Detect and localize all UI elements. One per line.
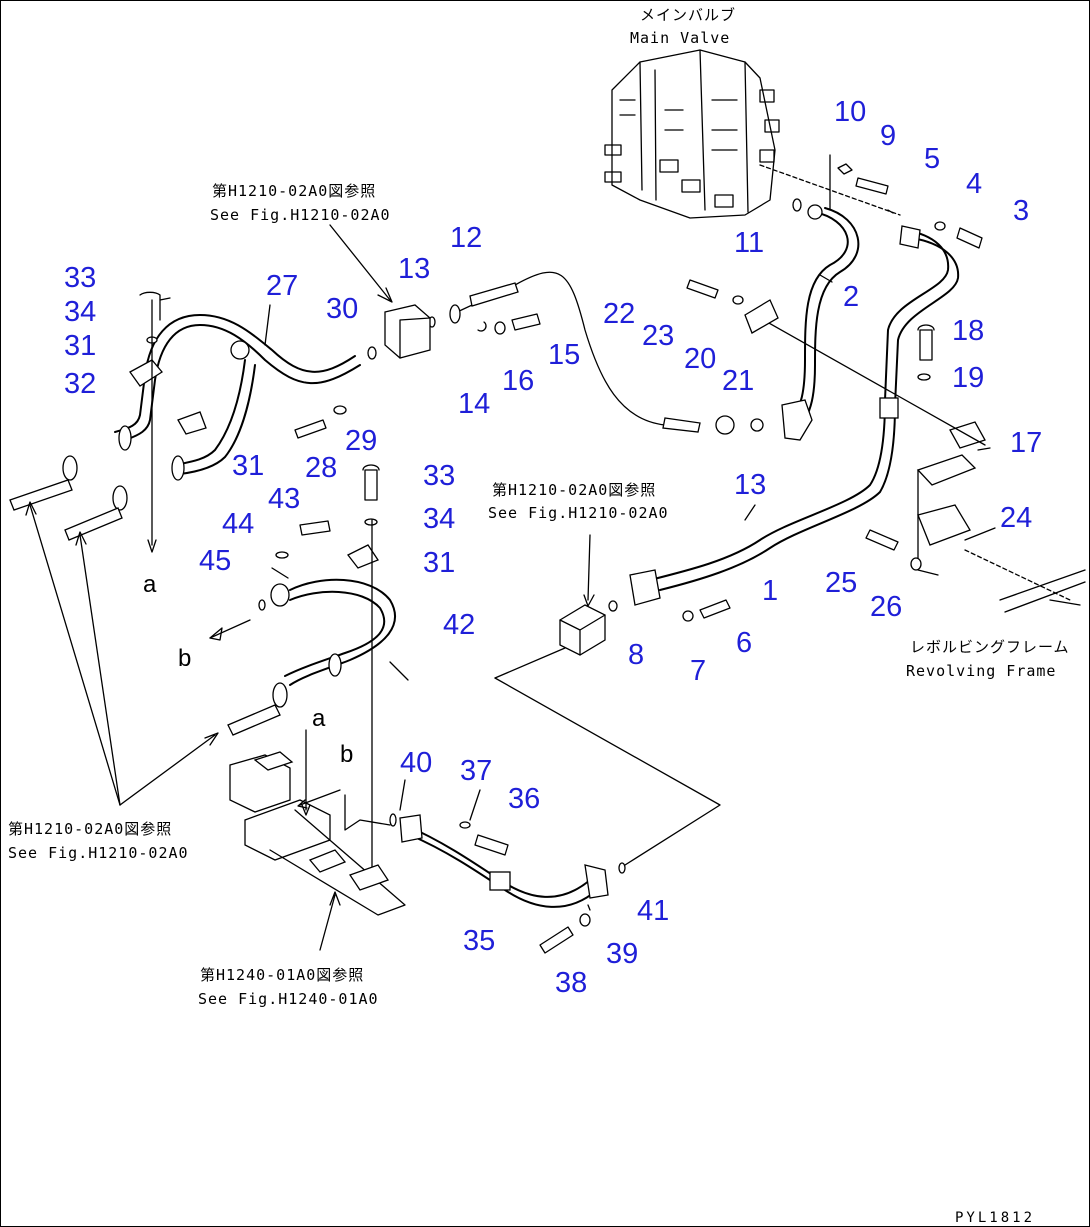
hose-12-drawing — [428, 271, 764, 435]
main-valve-drawing — [604, 49, 901, 219]
part-number-44: 44 — [222, 508, 254, 540]
part-number-31: 31 — [64, 330, 96, 362]
part-number-21: 21 — [722, 365, 754, 397]
part-number-43: 43 — [268, 483, 300, 515]
part-number-33: 33 — [64, 262, 96, 294]
letter-b-label-lower: b — [340, 741, 353, 768]
part-number-8: 8 — [628, 639, 644, 671]
hose-2-drawing — [781, 154, 889, 441]
letter-a-label: a — [143, 571, 157, 598]
part-number-7: 7 — [690, 655, 706, 687]
part-number-31-lower: 31 — [423, 547, 455, 579]
part-number-40: 40 — [400, 747, 432, 779]
part-number-9: 9 — [880, 120, 896, 152]
part-number-45: 45 — [199, 545, 231, 577]
part-number-5: 5 — [924, 143, 940, 175]
part-number-22: 22 — [603, 298, 635, 330]
part-number-34-lower: 34 — [423, 503, 455, 535]
ref4-label-en: See Fig.H1240-01A0 — [198, 990, 379, 1008]
part-number-23: 23 — [642, 320, 674, 352]
block-8-drawing — [494, 534, 721, 866]
part-number-38: 38 — [555, 967, 587, 999]
part-number-25: 25 — [825, 567, 857, 599]
part-number-1: 1 — [762, 575, 778, 607]
part-number-13-lower: 13 — [734, 469, 766, 501]
part-number-28: 28 — [305, 452, 337, 484]
part-number-42: 42 — [443, 609, 475, 641]
part-number-35: 35 — [463, 925, 495, 957]
ref3-label-en: See Fig.H1210-02A0 — [8, 844, 189, 862]
part-number-27: 27 — [266, 270, 298, 302]
hose-35-drawing — [389, 813, 626, 954]
part-number-4: 4 — [966, 168, 982, 200]
ref1-label-jp: 第H1210-02A0図参照 — [212, 182, 376, 200]
part-number-32: 32 — [64, 368, 96, 400]
caption-labels: メインバルブ Main Valve 第H1210-02A0図参照 See Fig… — [8, 6, 1070, 1226]
main-valve-label-jp: メインバルブ — [640, 6, 736, 24]
part-number-2: 2 — [843, 281, 859, 313]
part-number-labels: 1 2 3 4 5 6 7 8 9 10 11 12 13 13 14 15 1… — [64, 96, 1042, 999]
part-number-14: 14 — [458, 388, 490, 420]
pipe-27-drawing — [9, 291, 431, 553]
revolving-frame-drawing — [964, 549, 1086, 613]
part-number-10: 10 — [834, 96, 866, 128]
ref1-label-en: See Fig.H1210-02A0 — [210, 206, 391, 224]
drawing-code: PYL1812 — [955, 1210, 1035, 1226]
ref2-label-en: See Fig.H1210-02A0 — [488, 504, 669, 522]
part-number-36: 36 — [508, 783, 540, 815]
part-number-37: 37 — [460, 755, 492, 787]
revolving-frame-label-en: Revolving Frame — [906, 662, 1056, 680]
control-valve-drawing — [25, 501, 406, 951]
part-number-11: 11 — [734, 227, 764, 259]
part-number-18: 18 — [952, 315, 984, 347]
part-number-30: 30 — [326, 293, 358, 325]
main-valve-label-en: Main Valve — [630, 29, 730, 47]
part-number-20: 20 — [684, 343, 716, 375]
part-number-16: 16 — [502, 365, 534, 397]
letter-b-label: b — [178, 645, 191, 672]
ref3-label-jp: 第H1210-02A0図参照 — [8, 820, 172, 838]
part-number-13: 13 — [398, 253, 430, 285]
part-number-24: 24 — [1000, 502, 1032, 534]
hose-1-drawing — [608, 209, 983, 622]
part-number-12: 12 — [450, 222, 482, 254]
part-number-6: 6 — [736, 627, 752, 659]
revolving-frame-label-jp: レボルビングフレーム — [910, 638, 1070, 656]
ref4-label-jp: 第H1240-01A0図参照 — [200, 966, 364, 984]
part-number-33-lower: 33 — [423, 460, 455, 492]
part-number-31-mid: 31 — [232, 450, 264, 482]
part-number-19: 19 — [952, 362, 984, 394]
pipe-42-drawing — [209, 464, 396, 871]
part-number-34: 34 — [64, 296, 96, 328]
part-number-39: 39 — [606, 938, 638, 970]
part-number-3: 3 — [1013, 195, 1029, 227]
part-number-17: 17 — [1010, 427, 1042, 459]
letter-a-label-lower: a — [312, 705, 326, 732]
part-number-29: 29 — [345, 425, 377, 457]
part-number-26: 26 — [870, 591, 902, 623]
leader-lines — [159, 224, 996, 821]
ref2-label-jp: 第H1210-02A0図参照 — [492, 481, 656, 499]
clamps-17-24 — [686, 279, 986, 576]
part-number-15: 15 — [548, 339, 580, 371]
part-number-41: 41 — [637, 895, 669, 927]
